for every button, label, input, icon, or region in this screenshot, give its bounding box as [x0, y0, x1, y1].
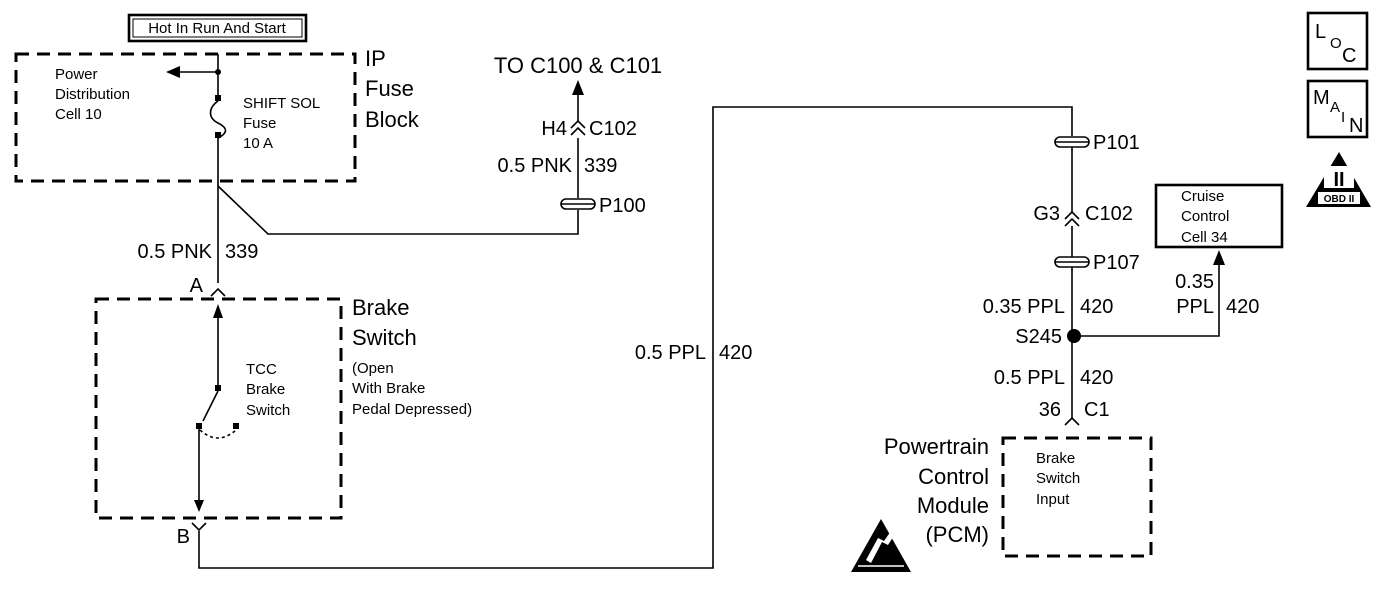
connector-b-label: B [177, 526, 190, 548]
wire-pnk-right-circuit: 339 [584, 155, 617, 177]
ip-fuse-block-outline [14, 52, 357, 183]
wire-ppl-420-main [198, 106, 1073, 569]
loc-letter: L [1315, 21, 1326, 43]
arrow-up-icon [572, 80, 584, 95]
main-letter: A [1330, 99, 1340, 116]
pcm-input-line: Switch [1036, 470, 1080, 487]
wire-cruise-circuit: 420 [1226, 296, 1259, 318]
pcm-outline [1001, 436, 1153, 558]
cruise-line: Control [1181, 208, 1229, 225]
loc-letter: O [1330, 35, 1342, 52]
pcm-title-line: Module [917, 493, 989, 518]
brake-switch-note-line: (Open [352, 360, 394, 377]
obd-ii-icon: II OBD II [1306, 152, 1371, 207]
power-distribution-line: Power [55, 66, 98, 83]
ip-fuse-block-line: Fuse [365, 76, 414, 101]
wire-ppl-lower-circuit: 420 [1080, 367, 1113, 389]
p100-label: P100 [599, 195, 646, 217]
obd-roman: II [1333, 169, 1344, 191]
connector-a-icon [210, 287, 226, 297]
pcm-title-line: (PCM) [925, 522, 989, 547]
wire-cruise-gauge-2: PPL [1176, 296, 1214, 318]
arrow-up-cruise-icon [1213, 250, 1225, 265]
p107-connector-icon [1054, 256, 1090, 268]
connector-b-icon [191, 522, 207, 532]
pcm-input-line: Brake [1036, 450, 1075, 467]
brake-switch-note: (Open With Brake Pedal Depressed) [352, 360, 472, 418]
wire-ppl-lower-gauge: 0.5 PPL [994, 367, 1065, 389]
cruise-line: Cell 34 [1181, 229, 1228, 246]
fuse-label-line: Fuse [243, 115, 276, 132]
wire-ppl-main-gauge: 0.5 PPL [635, 342, 706, 364]
tcc-label-line: TCC [246, 361, 277, 378]
arrow-down-icon [194, 500, 204, 512]
c102-top-pin: H4 [541, 118, 567, 140]
main-letter: M [1313, 87, 1330, 109]
c102-top-connector-icon [570, 119, 586, 136]
c102-right-pin: G3 [1033, 203, 1060, 225]
main-letter: N [1349, 115, 1363, 137]
arrow-left-icon [166, 66, 180, 78]
wire-pnk-left-circuit: 339 [225, 241, 258, 263]
main-letter: I [1341, 109, 1345, 126]
c102-top-name: C102 [589, 118, 637, 140]
fuse-label-line: 10 A [243, 135, 273, 152]
brake-switch-title: Brake Switch [352, 295, 417, 350]
pcm-title-line: Control [918, 464, 989, 489]
arrow-up-small-icon [213, 304, 223, 318]
brake-switch-note-line: With Brake [352, 380, 425, 397]
wire-pnk-339-branch [217, 185, 579, 235]
hot-in-run-label: Hot In Run And Start [127, 13, 308, 43]
tcc-label-line: Switch [246, 402, 290, 419]
wire-pnk-right-gauge: 0.5 PNK [498, 155, 573, 177]
to-connector-label: TO C100 & C101 [494, 53, 662, 78]
main-icon[interactable]: M A I N [1306, 79, 1369, 139]
hot-in-run-text: Hot In Run And Start [148, 20, 286, 37]
wire-ppl-upper-circuit: 420 [1080, 296, 1113, 318]
wire-pnk-left-gauge: 0.5 PNK [138, 241, 213, 263]
wire-cruise [1074, 265, 1220, 337]
brake-switch-title-line: Switch [352, 325, 417, 350]
brake-switch-note-line: Pedal Depressed) [352, 401, 472, 418]
c1-name: C1 [1084, 399, 1110, 421]
esd-warning-icon [851, 519, 911, 572]
p100-connector-icon [560, 198, 596, 210]
pcm-input-line: Input [1036, 491, 1070, 508]
cruise-control-box: Cruise Control Cell 34 [1154, 183, 1284, 249]
cruise-line: Cruise [1181, 188, 1224, 205]
c1-pin: 36 [1039, 399, 1061, 421]
ip-fuse-block-line: Block [365, 107, 420, 132]
tcc-brake-switch-label: TCC Brake Switch [246, 361, 290, 419]
brake-switch-title-line: Brake [352, 295, 409, 320]
wire-ppl-main-circuit: 420 [719, 342, 752, 364]
obd-label: OBD II [1324, 194, 1355, 205]
c1-connector-icon [1064, 416, 1080, 426]
p101-connector-icon [1054, 136, 1090, 148]
ip-fuse-block-line: IP [365, 46, 386, 71]
c102-right-name: C102 [1085, 203, 1133, 225]
wire-cruise-gauge-1: 0.35 [1175, 271, 1214, 293]
p101-label: P101 [1093, 132, 1140, 154]
loc-letter: C [1342, 45, 1356, 67]
wire-ppl-upper-gauge: 0.35 PPL [983, 296, 1065, 318]
fuse-circuit [166, 54, 227, 181]
power-distribution-label: Power Distribution Cell 10 [55, 66, 130, 123]
connector-a-label: A [190, 275, 204, 297]
ip-fuse-block-title: IP Fuse Block [365, 46, 420, 132]
loc-icon[interactable]: L O C [1306, 11, 1369, 71]
fuse-icon [209, 100, 227, 139]
power-distribution-line: Cell 10 [55, 106, 102, 123]
power-distribution-line: Distribution [55, 86, 130, 103]
brake-switch-input-label: Brake Switch Input [1036, 450, 1080, 508]
c102-right-connector-icon [1064, 210, 1080, 227]
p107-label: P107 [1093, 252, 1140, 274]
switch-blade-icon [202, 390, 219, 422]
fuse-label-line: SHIFT SOL [243, 95, 320, 112]
fuse-label: SHIFT SOL Fuse 10 A [243, 95, 320, 152]
pcm-title-line: Powertrain [884, 434, 989, 459]
tcc-label-line: Brake [246, 381, 285, 398]
splice-label: S245 [1015, 326, 1062, 348]
pcm-title: Powertrain Control Module (PCM) [884, 434, 989, 547]
